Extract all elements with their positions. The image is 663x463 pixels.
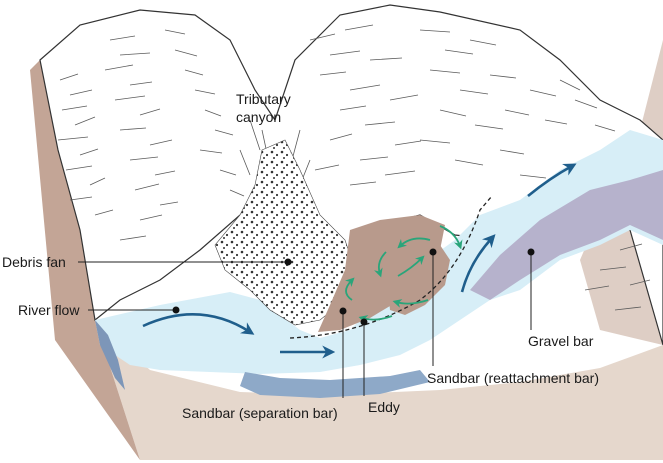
sandbar-reattachment-bar (388, 245, 450, 315)
gravel-bar (470, 170, 663, 300)
river-water (95, 130, 663, 374)
flow-arrow-4 (527, 163, 577, 198)
label-gravel-bar: Gravel bar (528, 333, 594, 349)
eddy-arrow-5 (392, 299, 429, 308)
label-tributary-canyon-line2: canyon (236, 109, 281, 125)
block-front-face (95, 320, 663, 460)
label-river-flow: River flow (18, 302, 80, 318)
leaders (78, 248, 535, 398)
eddy-boundary-line (289, 195, 493, 339)
label-debris-fan: Debris fan (2, 254, 66, 270)
label-tributary-canyon-line1: Tributary (236, 91, 291, 107)
flow-arrow-3 (460, 234, 496, 293)
label-eddy: Eddy (368, 399, 400, 415)
eddy-arrow-1 (439, 225, 463, 250)
eddy-arrow-4 (397, 255, 425, 277)
eddy-arrow-7 (344, 277, 355, 301)
eddy-arrow-3 (374, 251, 387, 278)
label-sandbar-reattachment: Sandbar (reattachment bar) (427, 370, 599, 386)
eddy-arrow-2 (397, 237, 431, 249)
river-deep-left (95, 320, 125, 390)
label-sandbar-separation: Sandbar (separation bar) (182, 405, 338, 421)
debris-fan (214, 139, 356, 326)
flow-arrow-1 (142, 313, 255, 335)
river-deep-front (240, 370, 430, 398)
